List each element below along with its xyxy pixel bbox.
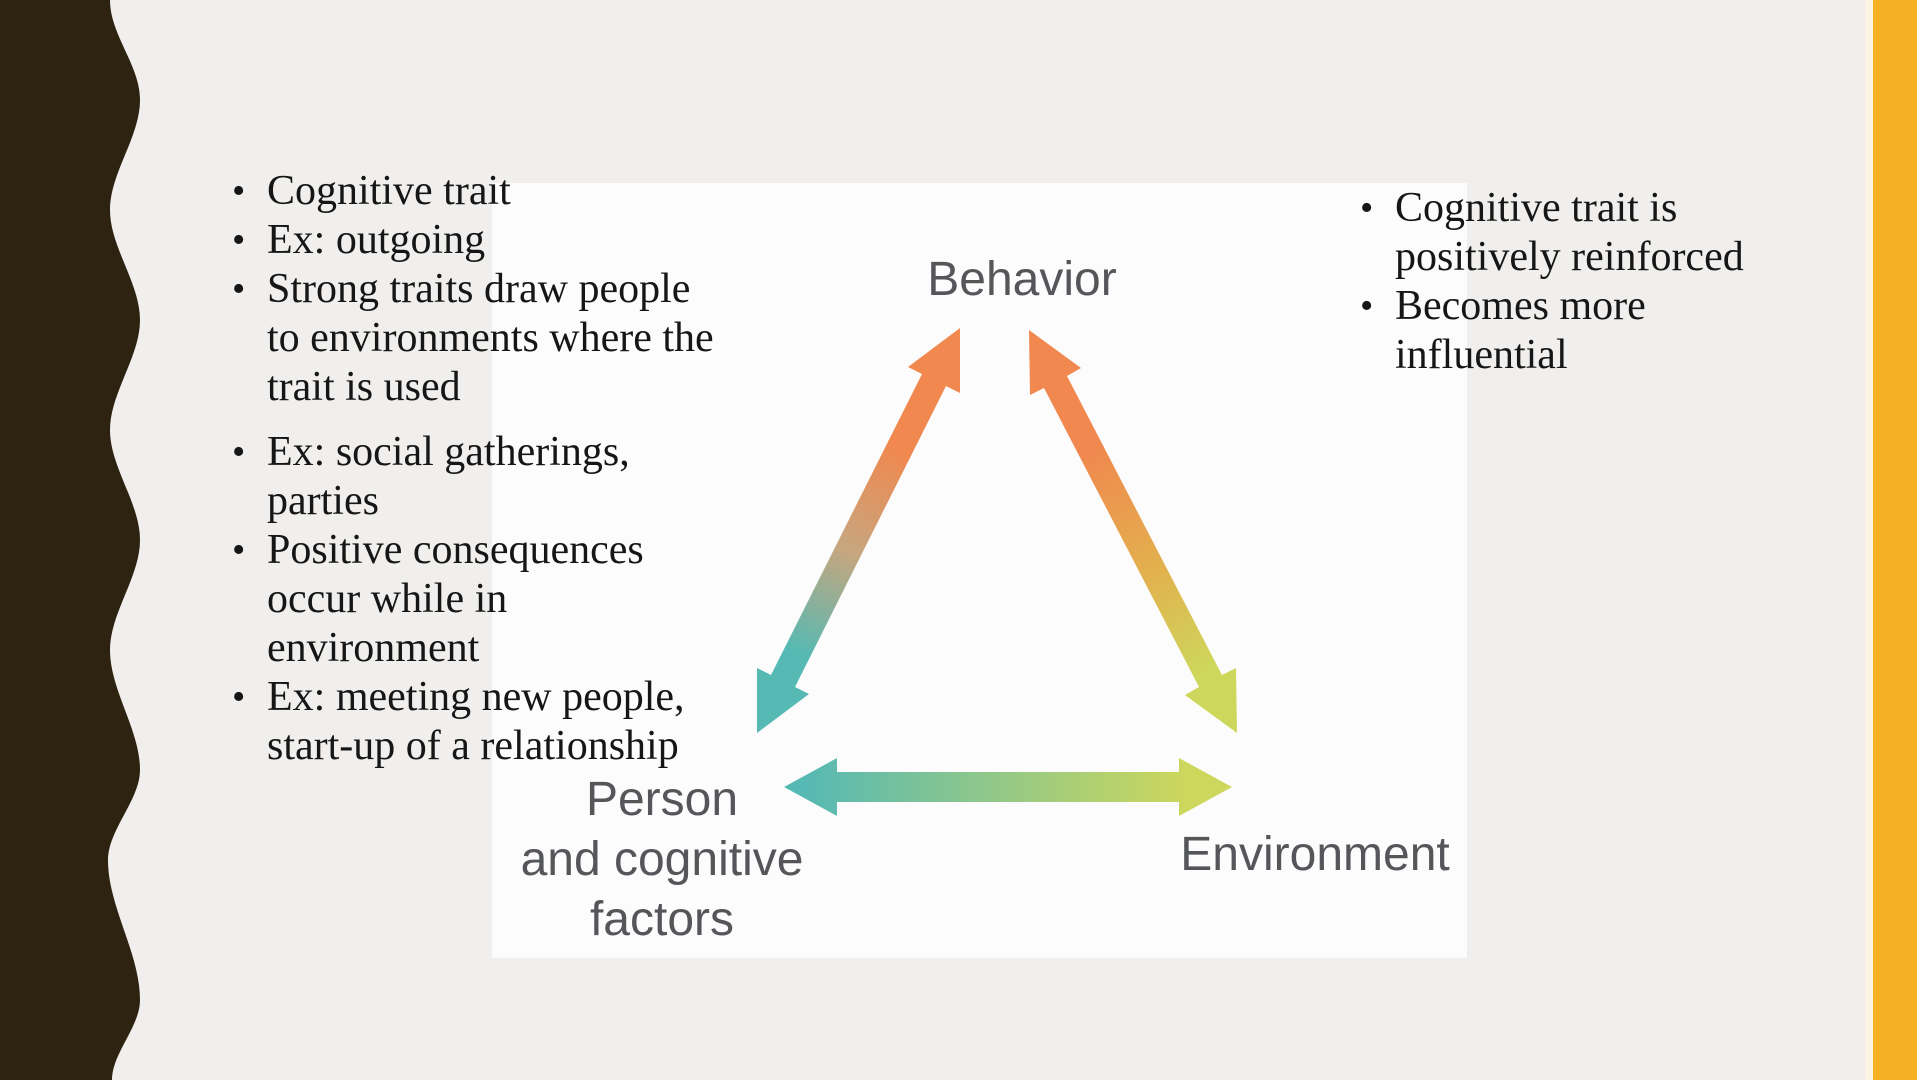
bullet-spacer [232, 477, 267, 526]
list-item: • Ex: outgoing [232, 217, 486, 263]
environment-node-label: Environment [1180, 828, 1450, 881]
bullet-marker: • [232, 268, 246, 310]
list-item-continuation: occur while in [232, 575, 714, 624]
bullet-marker: • [1360, 187, 1374, 229]
list-item-continuation: start-up of a relationship [232, 722, 714, 771]
bullet-marker: • [232, 219, 246, 261]
right-bullet-list: • Cognitive trait is positively reinforc… [1360, 184, 1744, 380]
right-accent-stripe [1873, 0, 1917, 1080]
arrow-behavior-person-icon [757, 328, 960, 733]
list-item-continuation: trait is used [232, 363, 714, 412]
list-item: • Positive consequences [232, 527, 644, 573]
left-bullet-list: • Cognitive trait • Ex: outgoing • Stron… [232, 167, 714, 771]
bullet-marker: • [1360, 285, 1374, 327]
list-item-continuation: influential [1360, 331, 1744, 380]
behavior-node-label: Behavior [927, 253, 1117, 306]
list-item: • Ex: meeting new people, [232, 674, 685, 720]
bullet-spacer [232, 575, 267, 624]
person-node-line3: factors [589, 893, 735, 946]
bullet-spacer [1360, 233, 1395, 282]
arrow-behavior-environment-icon [1029, 330, 1237, 733]
bullet-marker: • [232, 170, 246, 212]
person-node-line2: and cognitive [520, 833, 804, 886]
person-node-line1: Person [585, 773, 739, 826]
person-node-label: Person and cognitive factors [492, 770, 832, 950]
arrow-person-environment-icon [784, 758, 1232, 816]
bullet-marker: • [232, 676, 246, 718]
left-wave-decoration [0, 0, 140, 1080]
list-item-continuation: positively reinforced [1360, 233, 1744, 282]
list-item: • Becomes more [1360, 283, 1646, 329]
list-item-continuation: environment [232, 624, 714, 673]
bullet-spacer [232, 722, 267, 771]
bullet-spacer [232, 363, 267, 412]
bullet-marker: • [232, 431, 246, 473]
bullet-spacer [232, 624, 267, 673]
list-item-continuation: parties [232, 477, 714, 526]
bullet-marker: • [232, 529, 246, 571]
bullet-spacer [232, 314, 267, 363]
triangle-arrows [757, 328, 1237, 816]
list-item: • Strong traits draw people [232, 266, 691, 312]
list-item: • Cognitive trait [232, 168, 511, 214]
right-stripe-inner-line [1865, 0, 1873, 1080]
list-item-continuation: to environments where the [232, 314, 714, 363]
list-item: • Cognitive trait is [1360, 185, 1678, 231]
list-item: • Ex: social gatherings, [232, 429, 630, 475]
reciprocal-determinism-diagram: Behavior Person and cognitive factors En… [492, 183, 1467, 958]
bullet-spacer [1360, 331, 1395, 380]
